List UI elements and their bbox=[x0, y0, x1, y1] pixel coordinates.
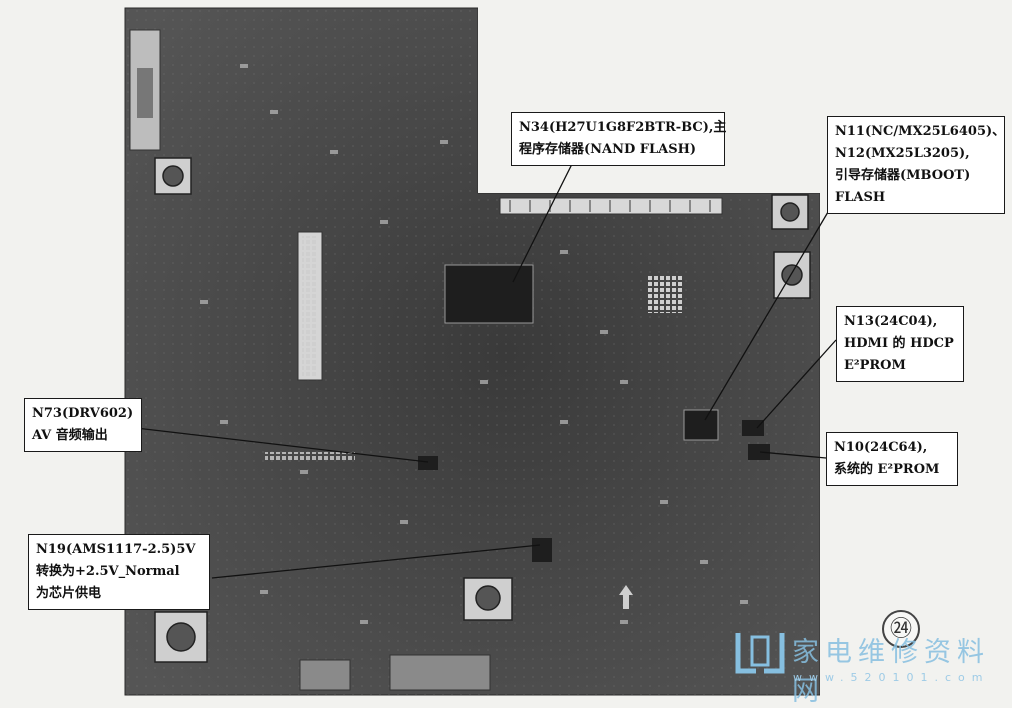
mounting-holes bbox=[154, 157, 811, 663]
callout-n10: N10(24C64), 系统的 E²PROM bbox=[826, 432, 958, 486]
figure-number-badge: ㉔ bbox=[882, 610, 920, 648]
callout-n34: N34(H27U1G8F2BTR-BC),主 程序存储器(NAND FLASH) bbox=[511, 112, 727, 166]
callout-n19: N19(AMS1117-2.5)5V 转换为+2.5V_Normal 为芯片供电 bbox=[28, 534, 210, 610]
leader-lines bbox=[135, 157, 837, 579]
callout-n11-line4: FLASH bbox=[835, 190, 886, 205]
watermark-logo-icon bbox=[735, 633, 785, 674]
callout-n34-line1: N34(H27U1G8F2BTR-BC),主 bbox=[519, 120, 727, 135]
callout-n73-line1: N73(DRV602) bbox=[32, 406, 134, 421]
callout-n11-line1: N11(NC/MX25L6405)、 bbox=[835, 124, 1006, 139]
callout-n73-line2: AV 音频输出 bbox=[32, 428, 108, 443]
ams1117-regulator bbox=[532, 538, 552, 562]
soc-pad-array bbox=[648, 275, 682, 313]
callout-n10-line2: 系统的 E²PROM bbox=[834, 462, 940, 477]
callout-n34-line2: 程序存储器(NAND FLASH) bbox=[519, 142, 697, 157]
callout-n13: N13(24C04), HDMI 的 HDCP E²PROM bbox=[836, 306, 964, 382]
watermark-url: www.520101.com bbox=[793, 671, 990, 684]
bottom-connector bbox=[389, 654, 491, 691]
drv602-chip bbox=[418, 456, 438, 470]
callout-n19-line3: 为芯片供电 bbox=[36, 586, 102, 601]
callout-n13-line1: N13(24C04), bbox=[844, 314, 938, 329]
mboot-flash-chip bbox=[683, 409, 719, 441]
callout-n13-line3: E²PROM bbox=[844, 358, 906, 373]
callout-n19-line2: 转换为+2.5V_Normal bbox=[36, 564, 180, 579]
callout-n19-line1: N19(AMS1117-2.5)5V bbox=[36, 542, 196, 557]
eeprom-chip-n13 bbox=[742, 420, 764, 436]
eeprom-chip-n10 bbox=[748, 444, 770, 460]
callout-n10-line1: N10(24C64), bbox=[834, 440, 928, 455]
nand-flash-chip bbox=[444, 264, 534, 324]
callout-n73: N73(DRV602) AV 音频输出 bbox=[24, 398, 142, 452]
callout-n13-line2: HDMI 的 HDCP bbox=[844, 336, 954, 351]
watermark-text: 家电维修资料网 bbox=[792, 637, 990, 707]
callout-n11-line2: N12(MX25L3205), bbox=[835, 146, 970, 161]
callout-n11-line3: 引导存储器(MBOOT) bbox=[835, 168, 971, 183]
callout-n11: N11(NC/MX25L6405)、 N12(MX25L3205), 引导存储器… bbox=[827, 116, 1005, 214]
